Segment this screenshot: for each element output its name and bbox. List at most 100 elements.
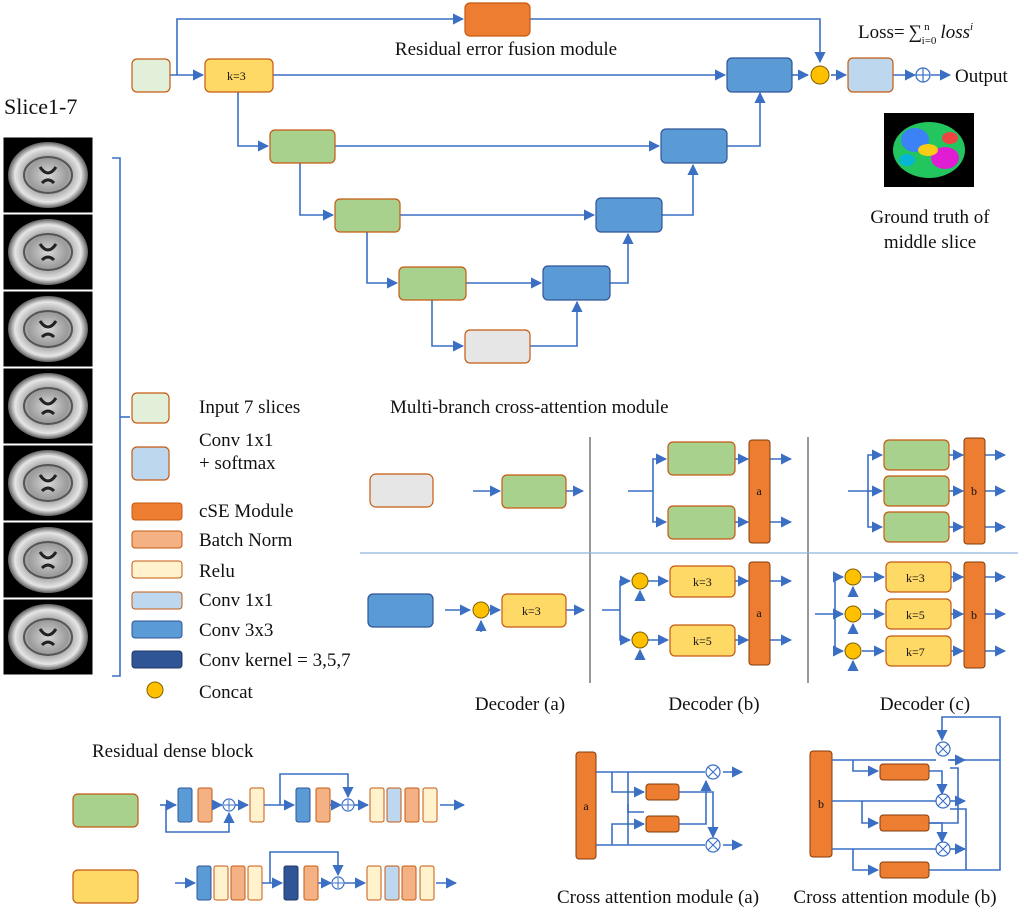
rdb-layer	[230, 865, 246, 901]
legend-item: Conv 1x1+ softmax	[131, 430, 276, 481]
legend-item: Batch Norm	[131, 530, 293, 551]
decoder-a-label: Decoder (a)	[475, 694, 565, 715]
rdb-green-legend	[72, 793, 139, 828]
decoder-c-green-3	[883, 511, 950, 543]
legend-label-2: + softmax	[199, 453, 276, 474]
decoder-b-concat-1	[631, 572, 649, 590]
legend-item: Conv kernel = 3,5,7	[131, 650, 351, 671]
rdb-layer	[249, 787, 265, 823]
decoder-a-yellow-block	[501, 593, 567, 628]
decoder-block-3	[595, 197, 663, 233]
rdb-yellow-legend	[72, 869, 139, 904]
decoder-b-label: Decoder (b)	[668, 694, 759, 715]
rdb-title: Residual dense block	[92, 741, 254, 762]
decoder-legend-block	[367, 593, 434, 628]
decoder-b-bottom-arrows	[602, 575, 793, 661]
legend-swatch	[131, 392, 170, 424]
slice-bracket	[112, 157, 121, 677]
ground-truth-label-1: Ground truth of	[870, 207, 990, 228]
slice-image	[2, 213, 94, 291]
ground-truth-label-2: middle slice	[884, 232, 976, 253]
decoder-c-k7-label: k=7	[906, 645, 925, 659]
rdb-layer	[315, 787, 331, 823]
rdb-layer	[197, 787, 213, 823]
encoder-block-4	[398, 266, 467, 301]
top-encoder-block	[204, 58, 274, 93]
mbca-title: Multi-branch cross-attention module	[390, 397, 669, 418]
legend-label: Conv 1x1	[199, 590, 273, 611]
input-block	[131, 58, 171, 93]
decoder-block-1	[726, 57, 793, 93]
rdb-layer	[177, 787, 193, 823]
unet-arrows	[170, 13, 952, 352]
legend-item: Conv 1x1	[131, 590, 273, 611]
cam-b-title: Cross attention module (b)	[793, 887, 996, 908]
rdb-layer	[196, 865, 212, 901]
decoder-c-bottom-arrows	[815, 571, 1007, 672]
slice-image	[2, 598, 94, 676]
output-label: Output	[955, 66, 1009, 87]
legend-label: Batch Norm	[199, 530, 293, 551]
rdb-layer	[386, 787, 402, 823]
decoder-a-bottom-arrows	[445, 604, 586, 632]
rdb-layer	[283, 865, 299, 901]
slices-label: Slice1-7	[4, 94, 77, 119]
legend-item: cSE Module	[131, 501, 293, 522]
decoder-c-concat-1	[844, 568, 862, 586]
legend-swatch	[131, 560, 183, 579]
decoder-b-top-arrows	[628, 453, 793, 528]
rdb-layer	[419, 865, 435, 901]
legend-swatch	[131, 620, 183, 639]
decoder-c-green-2	[883, 475, 950, 507]
legend-label: Conv 1x1	[199, 430, 273, 451]
legend-label: Relu	[199, 561, 235, 582]
decoder-c-cam-b-bottom-label: b	[971, 608, 977, 622]
legend-item: Concat	[146, 681, 254, 703]
decoder-c-yellow-1	[885, 561, 952, 593]
decoder-c-label: Decoder (c)	[880, 694, 970, 715]
legend-swatch	[131, 650, 183, 669]
legend-label: Concat	[199, 682, 254, 703]
decoder-b-green-2	[667, 505, 736, 540]
decoder-a-green-block	[501, 474, 567, 509]
legend-swatch	[131, 591, 183, 610]
decoder-a-k3-label: k=3	[522, 604, 541, 618]
decoder-c-k5-label: k=5	[906, 608, 925, 622]
legend-swatch	[131, 502, 183, 521]
decoder-c-concat-2	[844, 605, 862, 623]
decoder-c-concat-3	[844, 642, 862, 660]
rdb-layer	[295, 787, 311, 823]
cam-a-label: a	[583, 799, 589, 813]
top-encoder-k-label: k=3	[227, 69, 246, 83]
concat-node	[810, 65, 830, 85]
rdb-layer	[366, 865, 382, 901]
decoder-b-cam-a-bottom	[748, 561, 771, 666]
decoder-b-k5-label: k=5	[693, 634, 712, 648]
rdb-row-yellow	[175, 851, 458, 901]
slice-stack	[2, 136, 94, 676]
decoder-b-cam-a-top	[748, 439, 771, 544]
decoder-c-k3-label: k=3	[906, 571, 925, 585]
bottleneck-block	[464, 329, 531, 364]
legend-swatch	[131, 530, 183, 549]
decoder-block-2	[660, 128, 728, 164]
rdb-layer	[303, 865, 319, 901]
slice-image	[2, 136, 94, 214]
bottleneck-legend-block	[369, 473, 434, 508]
cam-a-title: Cross attention module (a)	[557, 887, 759, 908]
rdb-layer	[404, 787, 420, 823]
decoder-c-top-arrows	[848, 449, 1007, 533]
rdb-layer	[384, 865, 400, 901]
legend-item: Relu	[131, 560, 235, 582]
decoder-c-green-1	[883, 439, 950, 471]
decoder-b-yellow-1	[669, 565, 736, 598]
decoder-a-concat	[472, 601, 490, 619]
decoder-block-4	[542, 265, 611, 301]
decoder-b-green-1	[667, 441, 736, 476]
rdb-row-green	[160, 773, 466, 833]
rdb-layer	[422, 787, 438, 823]
decoder-c-cam-b-top	[963, 437, 986, 545]
decoder-b-cam-a-bottom-label: a	[756, 606, 762, 620]
decoder-b-cam-a-top-label: a	[756, 484, 762, 498]
